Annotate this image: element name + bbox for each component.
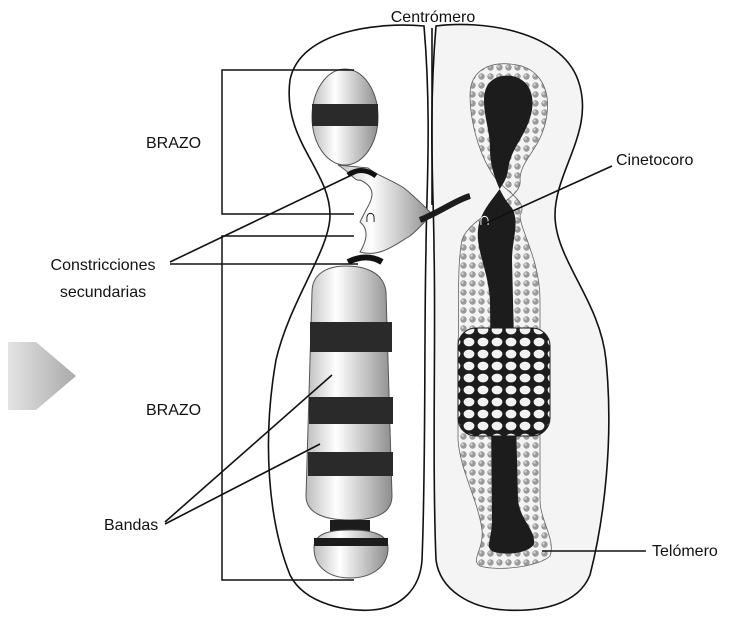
pointer-arrow-icon [8,342,76,410]
coiled-chromatin [458,328,550,436]
svg-text:∩: ∩ [364,206,377,226]
arm-upper-label: BRAZO [146,134,201,153]
svg-text:∩: ∩ [478,209,491,229]
arm-lower-label: BRAZO [146,401,201,420]
telomere-label: Telómero [652,542,718,561]
secondary-constrictions-label-line1: Constricciones [18,256,188,275]
band [312,104,378,126]
band [310,322,392,352]
centromere-label: Centrómero [370,8,496,27]
band [309,397,393,424]
secondary-constrictions-label-line2: secundarias [18,283,188,302]
bands-label: Bandas [104,516,158,535]
band [308,452,393,476]
kinetochore-label: Cinetocoro [616,151,693,170]
